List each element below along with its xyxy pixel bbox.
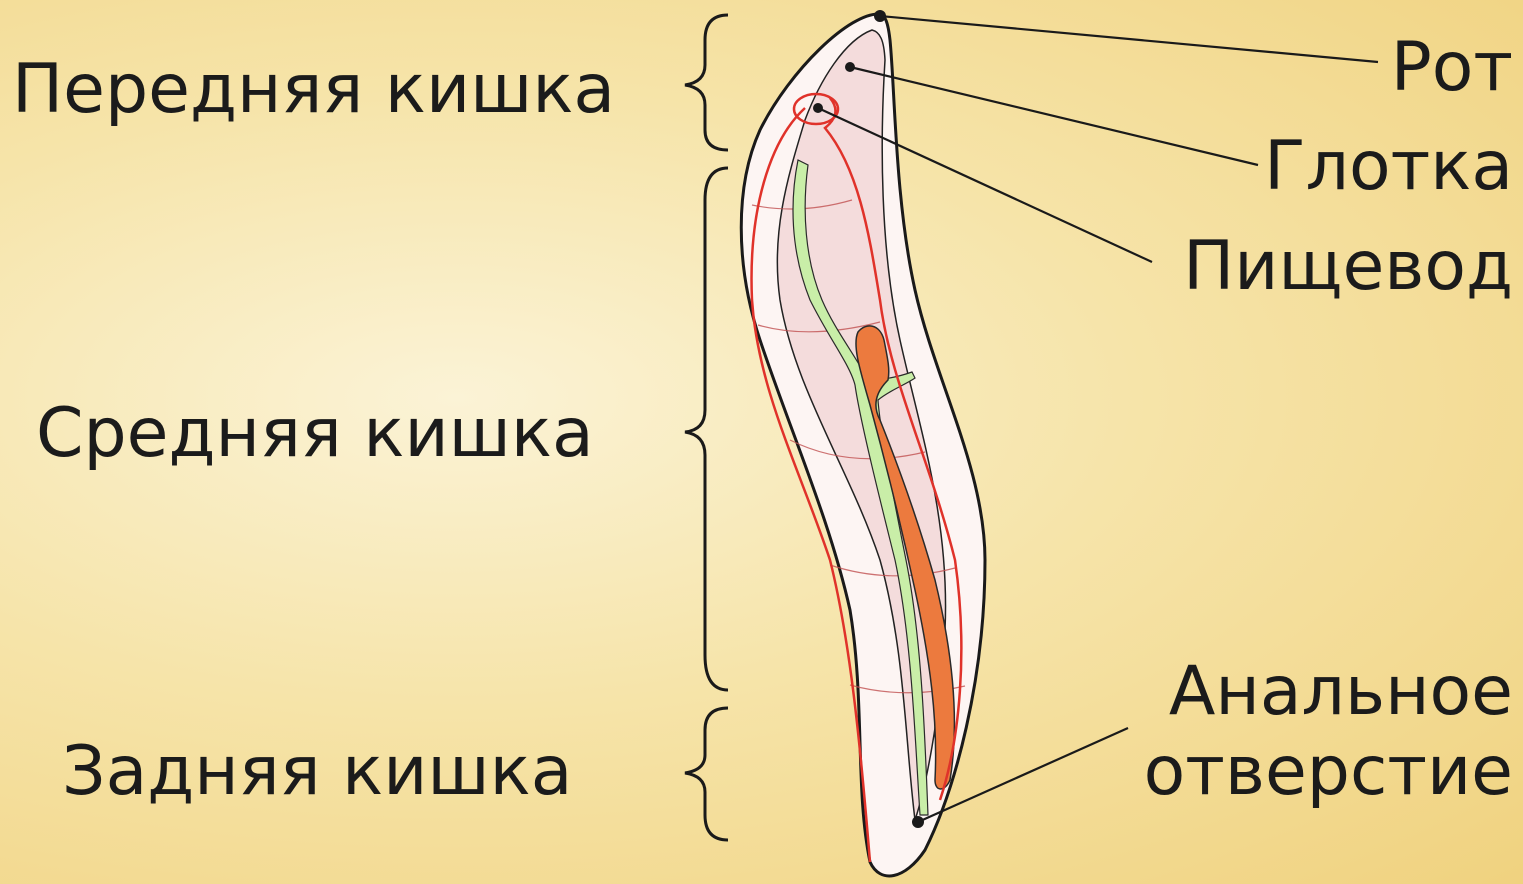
- midgut-brace: [685, 168, 728, 690]
- anus-dot: [912, 816, 924, 828]
- anus-label-line1: Анальное: [1144, 652, 1513, 732]
- pharynx-dot: [845, 62, 855, 72]
- mouth-label: Рот: [1391, 34, 1513, 102]
- hindgut-brace: [685, 708, 728, 840]
- anus-label-line2: отверстие: [1144, 732, 1513, 812]
- esophagus-dot: [813, 103, 823, 113]
- anus-label: Анальное отверстие: [1144, 652, 1513, 812]
- esophagus-label: Пищевод: [1183, 233, 1513, 301]
- mouth-dot: [874, 10, 886, 22]
- midgut-label: Средняя кишка: [36, 400, 594, 468]
- hindgut-label: Задняя кишка: [62, 738, 572, 806]
- pharynx-label: Глотка: [1264, 133, 1513, 201]
- foregut-brace: [685, 15, 728, 150]
- foregut-label: Передняя кишка: [12, 56, 615, 124]
